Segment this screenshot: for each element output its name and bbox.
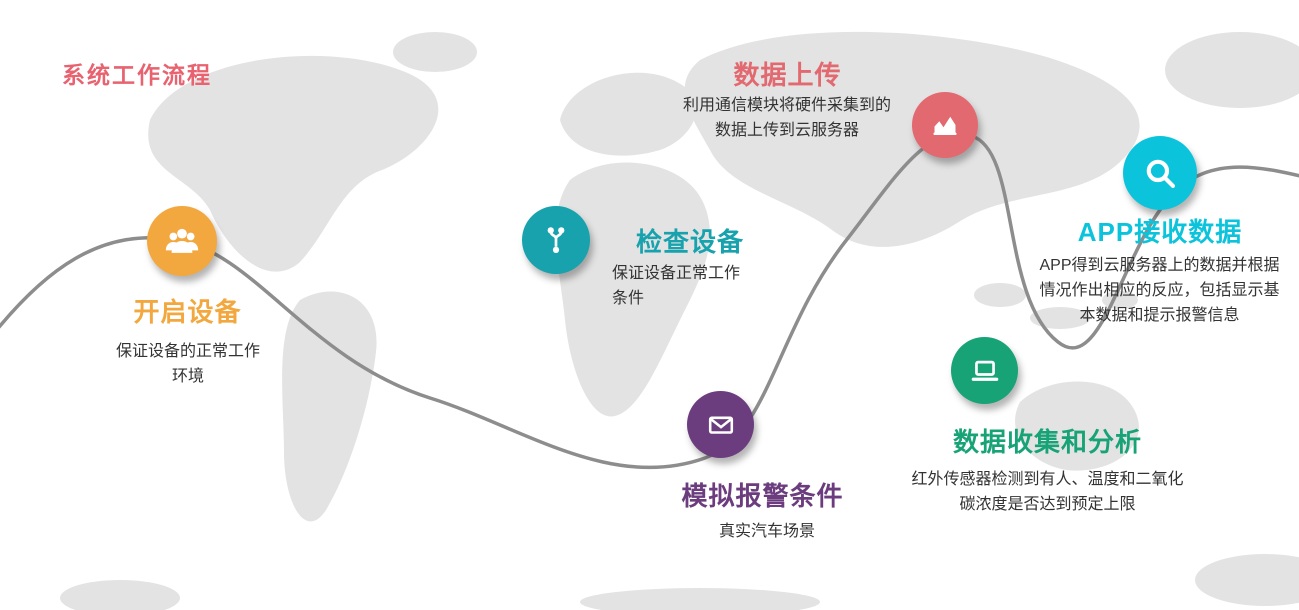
node-circle-simulate-alarm [687,391,754,458]
node-label-check-device: 检查设备 [635,227,744,257]
team-icon [165,228,199,253]
node-circle-data-upload [912,92,978,158]
branch-icon [547,227,565,254]
node-label-simulate-alarm: 模拟报警条件 [681,481,844,511]
search-icon [1146,159,1176,189]
node-label-power-on: 开启设备 [133,297,242,327]
node-desc-app-receive: APP得到云服务器上的数据并根据 情况作出相应的反应，包括显示基 本数据和提示报… [1039,257,1280,324]
node-desc-data-upload: 利用通信模块将硬件采集到的 数据上传到云服务器 [682,97,891,139]
node-label-data-collect: 数据收集和分析 [952,427,1142,457]
node-circle-data-collect [951,337,1018,404]
node-circle-app-receive [1123,136,1197,210]
node-circle-power-on [147,206,217,276]
node-circle-check-device [522,206,590,274]
node-label-app-receive: APP接收数据 [1077,217,1243,247]
node-desc-power-on: 保证设备的正常工作 环境 [115,343,260,385]
laptop-icon [971,360,998,381]
mail-icon [708,416,733,434]
node-label-data-upload: 数据上传 [733,60,842,90]
chart-icon [933,116,957,136]
page-title: 系统工作流程 [62,62,212,88]
node-desc-data-collect: 红外传感器检测到有人、温度和二氧化 碳浓度是否达到预定上限 [911,471,1184,513]
node-desc-simulate-alarm: 真实汽车场景 [718,523,815,540]
node-desc-check-device: 保证设备正常工作 条件 [612,265,741,307]
